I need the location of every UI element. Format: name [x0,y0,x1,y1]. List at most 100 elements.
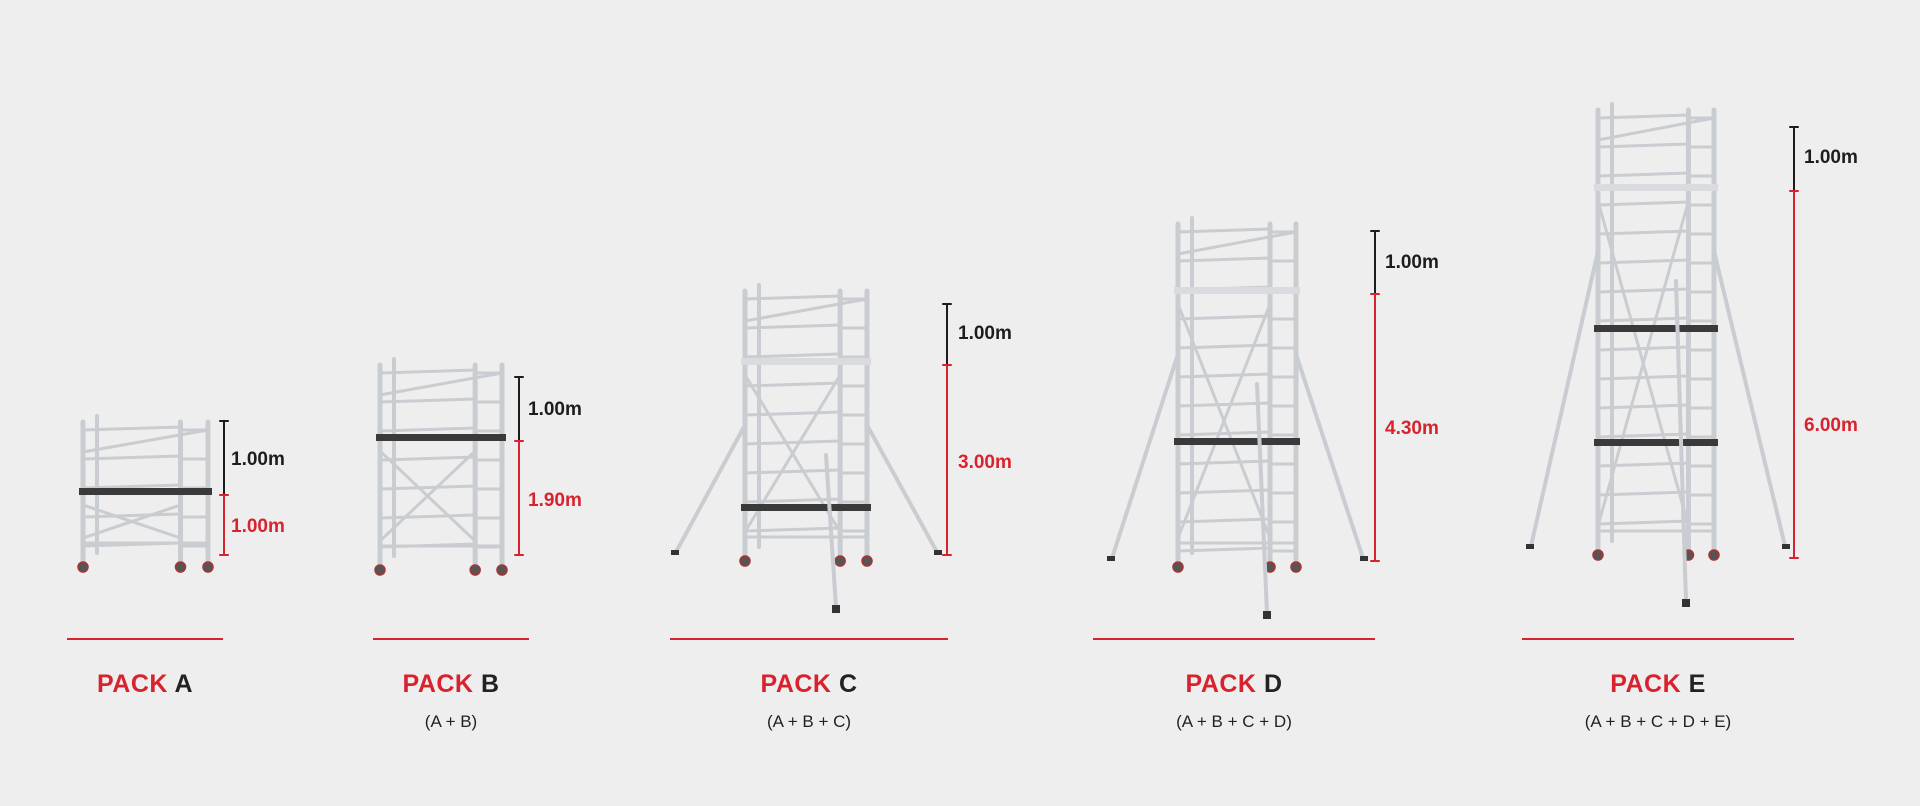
outrigger-foot [1107,556,1115,561]
scaffold-rung [378,455,477,462]
scaffold-platform [1594,439,1718,446]
scaffold-rung [1176,401,1272,408]
pack-b-bottom-dimension: 1.90m [528,490,582,511]
scaffold-guardrail [378,371,504,397]
scaffold-rung [743,323,842,330]
pack-b-subtitle: (A + B) [424,712,478,731]
scaffold-rung [743,526,842,533]
scaffold-outrigger [1529,249,1600,548]
scaffold-rung [1176,256,1272,263]
scaffold-castor [496,564,508,576]
scaffold-rung [81,512,182,519]
scaffold-castor [202,561,214,573]
scaffold-rung [743,468,842,475]
scaffold-rung [81,425,182,432]
scaffold-castor [834,555,846,567]
scaffold-castor [1708,549,1720,561]
scaffold-rung [743,439,842,446]
scaffold-rung [1596,142,1690,149]
scaffold-rung [378,368,477,375]
scaffold-castor [1592,549,1604,561]
scaffold-rung [1176,372,1272,379]
outrigger-foot [1360,556,1368,561]
scaffold-castor [1172,561,1184,573]
pack-b-underline [373,638,529,640]
outrigger-foot [1782,544,1790,549]
scaffold-rung [81,454,182,461]
scaffold-platform [1594,325,1718,332]
outrigger-foot [934,550,942,555]
pack-e-bottom-dimension: 6.00m [1804,415,1858,436]
scaffold-rung [1176,314,1272,321]
scaffold-outrigger [865,423,939,554]
scaffold-rung [378,484,477,491]
scaffold-platform [376,434,506,441]
pack-e-subtitle: (A + B + C + D + E) [1584,712,1732,731]
scaffold-rung [378,397,477,404]
scaffold-castor [861,555,873,567]
pack-d-title: PACK D [1185,670,1283,698]
scaffold-outrigger [674,423,747,554]
scaffold-castor [1290,561,1302,573]
scaffold-brace [81,503,182,540]
scaffold-castor [374,564,386,576]
scaffold-guardrail [1176,230,1298,256]
pack-b-top-dimension: 1.00m [528,399,582,420]
scaffold-rung [1596,171,1690,178]
scaffold-outrigger [1674,279,1688,603]
outrigger-foot [1682,599,1690,607]
scaffold-guardrail [81,428,210,454]
pack-b-title: PACK B [402,670,500,698]
scaffold-guardrail [1596,116,1716,142]
pack-c-title: PACK C [760,670,858,698]
scaffold-platform [79,488,212,495]
pack-c-underline [670,638,948,640]
pack-a-title: PACK A [96,670,194,698]
pack-d-subtitle: (A + B + C + D) [1176,712,1292,731]
scaffold-platform [1594,184,1718,191]
scaffold-outrigger [824,453,838,609]
scaffold-outrigger [1255,382,1269,615]
pack-a-bottom-dimension: 1.00m [231,516,285,537]
scaffold-rung [1596,229,1690,236]
pack-d-top-dimension: 1.00m [1385,252,1439,273]
scaffold-rung [1596,519,1690,526]
scaffold-castor [174,561,187,573]
scaffold-rung [1596,287,1690,294]
scaffold-rung [1596,316,1690,323]
scaffold-rung [1176,459,1272,466]
scaffold-outrigger [1110,352,1180,560]
pack-d-underline [1093,638,1375,640]
scaffold-rung [743,352,842,359]
scaffold-rung [1596,113,1690,120]
pack-a-top-dimension: 1.00m [231,449,285,470]
scaffold-rung [1596,345,1690,352]
scaffold-outrigger [1294,352,1365,560]
scaffold-rung [1176,517,1272,524]
pack-a-underline [67,638,223,640]
scaffold-rung [1176,430,1272,437]
scaffold-rung [1176,488,1272,495]
outrigger-foot [832,605,840,613]
scaffold-rung [743,294,842,301]
scaffold-castor [469,564,481,576]
pack-e-top-dimension: 1.00m [1804,147,1858,168]
scaffold-guardrail [743,297,869,323]
scaffold-platform [741,504,871,511]
scaffold-rung [743,410,842,417]
scaffold-castor [739,555,751,567]
scaffold-rung [1176,546,1272,553]
outrigger-foot [1526,544,1534,549]
scaffold-brace [1176,302,1272,540]
scaffold-platform [741,358,871,365]
scaffold-outrigger [1712,249,1787,548]
scaffold-rung [1596,374,1690,381]
scaffold-platform [1174,287,1300,294]
scaffold-rung [1176,227,1272,234]
scaffold-rung [81,483,182,490]
pack-d-bottom-dimension: 4.30m [1385,418,1439,439]
scaffold-brace [378,449,477,543]
scaffold-rung [378,426,477,433]
pack-c-top-dimension: 1.00m [958,323,1012,344]
